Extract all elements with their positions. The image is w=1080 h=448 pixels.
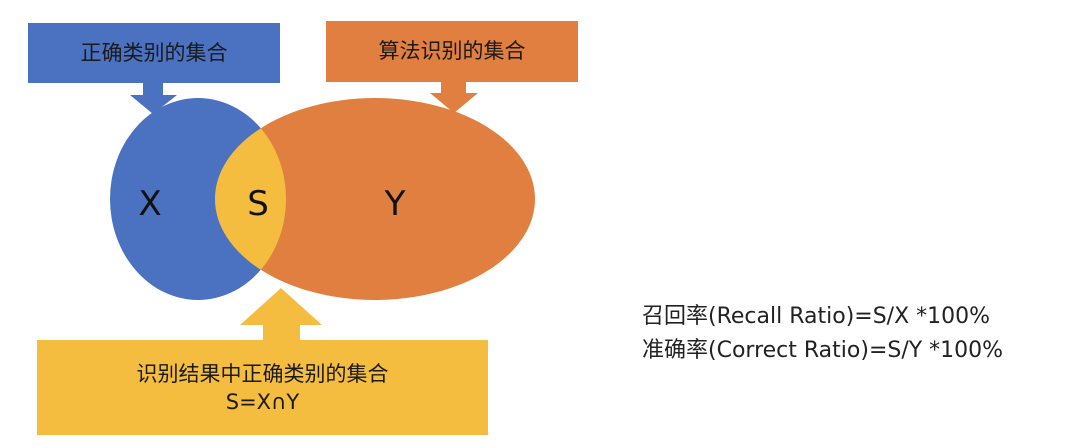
correct-set-label: 正确类别的集合 xyxy=(80,40,228,65)
algorithm-set-arrow xyxy=(430,82,478,113)
intersection-arrow xyxy=(240,288,322,341)
set-x-label: X xyxy=(138,184,162,224)
intersection-s-label: S xyxy=(247,184,269,224)
intersection-description: 识别结果中正确类别的集合 S=X∩Y xyxy=(37,340,488,435)
intersection-description-line1: 识别结果中正确类别的集合 xyxy=(136,361,389,386)
intersection-box xyxy=(37,340,488,435)
algorithm-set-box xyxy=(326,21,578,82)
metric-formulas: 召回率(Recall Ratio)=S/X *100% 准确率(Correct … xyxy=(642,300,1003,368)
correct-set-arrow xyxy=(130,83,177,114)
correct-set-box xyxy=(28,23,280,83)
set-y-label: Y xyxy=(384,184,406,224)
recall-formula: 召回率(Recall Ratio)=S/X *100% xyxy=(642,304,991,329)
algorithm-set-label: 算法识别的集合 xyxy=(378,39,526,63)
precision-formula: 准确率(Correct Ratio)=S/Y *100% xyxy=(642,338,1004,363)
intersection-formula: S=X∩Y xyxy=(225,389,300,414)
set-y-ellipse xyxy=(215,98,535,300)
